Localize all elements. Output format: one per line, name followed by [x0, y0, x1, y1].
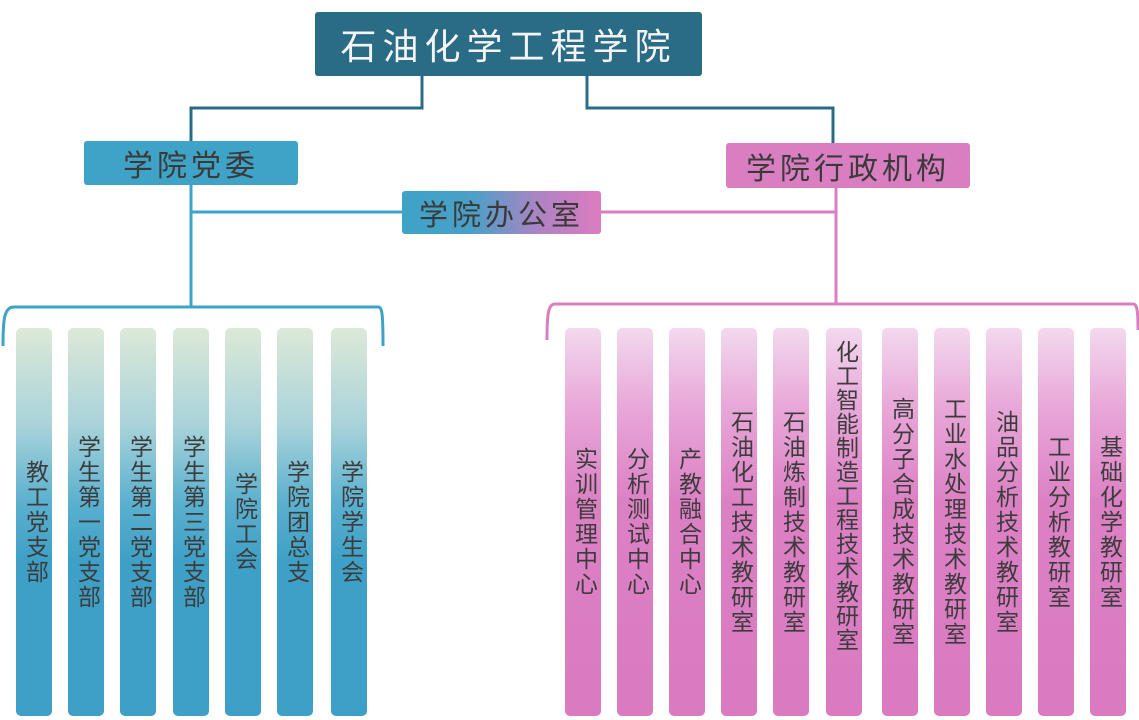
party-bracket	[1, 305, 385, 347]
admin-unit-label: 基础化学教研室	[1095, 434, 1122, 610]
party-unit-label: 学生第三党支部	[178, 434, 205, 610]
party-unit-label: 教工党支部	[21, 459, 48, 585]
admin-unit-column: 石油炼制技术教研室	[773, 328, 809, 716]
party-unit-column: 学生第三党支部	[173, 328, 209, 716]
office-label: 学院办公室	[418, 197, 584, 232]
party-unit-label: 学生第一党支部	[73, 434, 100, 610]
admin-unit-label: 工业分析教研室	[1043, 434, 1070, 610]
root-to-admin-connector	[585, 76, 835, 143]
admin-unit-column: 高分子合成技术教研室	[882, 328, 918, 716]
admin-unit-label: 产教融合中心	[674, 447, 701, 597]
root-to-party-connector	[189, 76, 424, 141]
admin-unit-column: 石油化工技术教研室	[721, 328, 757, 716]
admin-unit-column: 产教融合中心	[669, 328, 705, 716]
admin-unit-column: 分析测试中心	[617, 328, 653, 716]
party-unit-column: 学院学生会	[331, 328, 367, 716]
admin-unit-column: 工业水处理技术教研室	[934, 328, 970, 716]
party-unit-label: 学院团总支	[282, 459, 309, 585]
admin-unit-label: 高分子合成技术教研室	[887, 397, 914, 647]
college-title: 石油化学工程学院	[340, 27, 677, 68]
party-unit-column: 教工党支部	[16, 328, 52, 716]
admin-unit-label: 实训管理中心	[570, 447, 597, 597]
party-committee-label: 学院党委	[123, 149, 259, 184]
admin-bracket	[545, 302, 1139, 341]
party-unit-column: 学院工会	[225, 328, 261, 716]
admin-unit-label: 油品分析技术教研室	[991, 409, 1018, 635]
party-committee-node: 学院党委	[84, 141, 298, 185]
admin-unit-column: 化工智能制造工程技术教研室	[826, 328, 862, 716]
administration-label: 学院行政机构	[746, 151, 950, 187]
party-unit-label: 学生第二党支部	[125, 434, 152, 610]
party-unit-column: 学生第一党支部	[68, 328, 104, 716]
admin-unit-label: 化工智能制造工程技术教研室	[831, 340, 858, 652]
college-title-node: 石油化学工程学院	[315, 12, 702, 76]
admin-unit-column: 工业分析教研室	[1038, 328, 1074, 716]
administration-node: 学院行政机构	[726, 143, 970, 188]
admin-unit-label: 石油炼制技术教研室	[778, 409, 805, 635]
party-unit-label: 学院工会	[230, 472, 257, 572]
admin-unit-label: 工业水处理技术教研室	[939, 397, 966, 647]
party-unit-label: 学院学生会	[336, 459, 363, 585]
party-unit-column: 学生第二党支部	[120, 328, 156, 716]
admin-unit-label: 石油化工技术教研室	[726, 409, 753, 635]
admin-unit-column: 基础化学教研室	[1090, 328, 1126, 716]
party-unit-column: 学院团总支	[277, 328, 313, 716]
admin-unit-label: 分析测试中心	[622, 447, 649, 597]
office-node: 学院办公室	[402, 191, 601, 234]
admin-unit-column: 实训管理中心	[565, 328, 601, 716]
admin-unit-column: 油品分析技术教研室	[986, 328, 1022, 716]
